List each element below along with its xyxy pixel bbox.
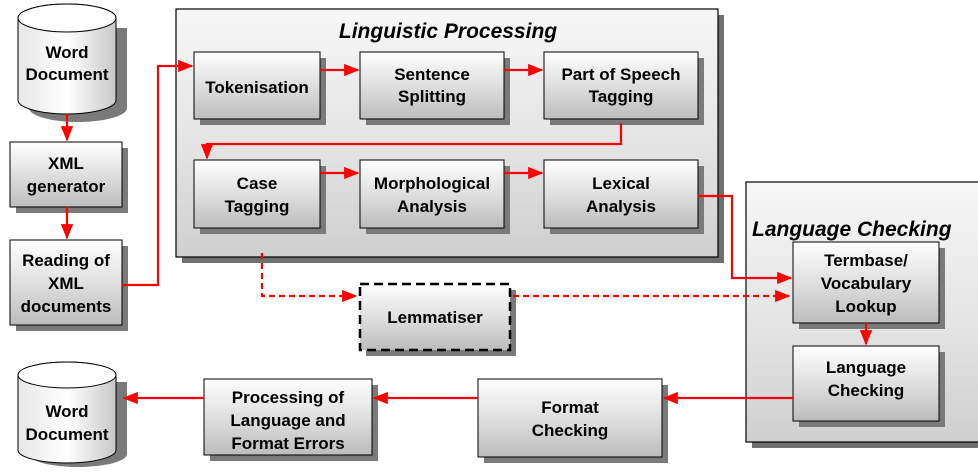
sentence-splitting-label-2: Splitting [398,87,466,106]
reading-xml-label-3: documents [21,297,112,316]
sentence-splitting-label-1: Sentence [394,65,470,84]
morphological-analysis-label-2: Analysis [397,197,467,216]
termbase-label-1: Termbase/ [824,251,908,270]
case-tagging-label-2: Tagging [225,197,290,216]
language-checking-label-1: Language [826,358,906,377]
word-document-input: Word Document [17,3,127,122]
pos-tagging-box: Part of Speech Tagging [543,51,704,125]
word-document-output-label-2: Document [25,425,108,444]
word-document-input-label-2: Document [25,65,108,84]
word-document-input-label-1: Word [45,43,88,62]
format-checking-label-2: Checking [532,421,609,440]
processing-errors-label-1: Processing of [232,388,345,407]
morphological-analysis-label-1: Morphological [374,174,490,193]
reading-xml-box: Reading of XML documents [9,239,128,331]
termbase-label-2: Vocabulary [821,274,912,293]
reading-xml-label-1: Reading of [22,251,110,270]
tokenisation-label: Tokenisation [205,78,309,97]
pos-tagging-label-2: Tagging [589,87,654,106]
xml-generator-label-2: generator [27,177,106,196]
case-tagging-box: Case Tagging [193,159,326,234]
linguistic-processing-title: Linguistic Processing [339,20,557,43]
arrow-reading-tokenisation [122,59,194,287]
language-checking-label-2: Checking [828,381,905,400]
reading-xml-label-2: XML [48,274,84,293]
morphological-analysis-box: Morphological Analysis [359,159,510,234]
termbase-label-3: Lookup [835,297,896,316]
lexical-analysis-label-1: Lexical [592,174,650,193]
processing-errors-box: Processing of Language and Format Errors [203,378,378,461]
word-document-output: Word Document [17,361,127,467]
tokenisation-box: Tokenisation [193,51,326,125]
language-checking-title: Language Checking [752,218,952,241]
lemmatiser-label: Lemmatiser [387,308,483,327]
lexical-analysis-label-2: Analysis [586,197,656,216]
xml-generator-box: XML generator [9,141,128,213]
case-tagging-label-1: Case [237,174,278,193]
arrow-lexical-termbase [698,194,793,285]
pos-tagging-label-1: Part of Speech [561,65,680,84]
arrow-pos-case [200,123,623,160]
lexical-analysis-box: Lexical Analysis [543,159,704,234]
sentence-splitting-box: Sentence Splitting [359,51,510,125]
format-checking-label-1: Format [541,398,599,417]
xml-generator-label-1: XML [48,154,84,173]
connectors [60,59,873,405]
termbase-lookup-box: Termbase/ Vocabulary Lookup [792,241,945,329]
lemmatiser-box: Lemmatiser [358,282,516,356]
format-checking-box: Format Checking [477,378,668,463]
processing-errors-label-2: Language and [230,411,345,430]
processing-errors-label-3: Format Errors [231,434,344,453]
word-document-output-label-1: Word [45,402,88,421]
language-checking-box: Language Checking [792,345,945,427]
arrow-case-lemmatiser [260,253,358,303]
